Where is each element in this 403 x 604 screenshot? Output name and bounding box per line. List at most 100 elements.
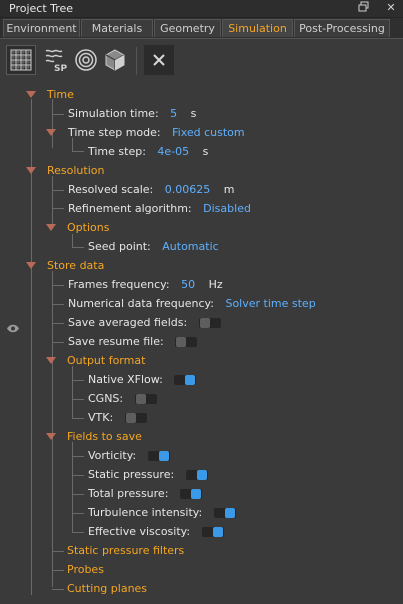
- panel-titlebar: Project Tree ✕: [0, 0, 403, 18]
- vorticity-toggle[interactable]: [147, 451, 170, 461]
- refinement-algorithm-value[interactable]: Disabled: [203, 202, 251, 215]
- field-label: Seed point:: [88, 240, 151, 253]
- total-pressure-row: Total pressure:: [88, 485, 202, 503]
- tree-line: [52, 271, 53, 587]
- expand-arrow-icon[interactable]: [46, 357, 56, 364]
- tree-line: [52, 208, 64, 209]
- seed-point-value[interactable]: Automatic: [162, 240, 219, 253]
- tree-line: [72, 418, 84, 419]
- tree-line: [72, 399, 84, 400]
- field-label: CGNS:: [88, 392, 124, 405]
- tree-line: [31, 99, 32, 595]
- save-resume-file-row: Save resume file:: [68, 333, 198, 351]
- tab-geometry[interactable]: Geometry: [154, 19, 221, 37]
- save-averaged-fields-toggle[interactable]: [198, 318, 221, 328]
- tree-line: [72, 247, 84, 248]
- native-xflow-toggle[interactable]: [174, 375, 197, 385]
- tree-node-resolution[interactable]: Resolution: [47, 162, 104, 180]
- expand-arrow-icon[interactable]: [26, 262, 36, 269]
- unit-label: Hz: [208, 278, 223, 291]
- tree-line: [72, 532, 84, 533]
- vtk-toggle[interactable]: [124, 413, 147, 423]
- resolved-scale-row: Resolved scale: 0.00625 m: [68, 181, 234, 199]
- native-xflow-row: Native XFlow:: [88, 371, 197, 389]
- expand-arrow-icon[interactable]: [46, 433, 56, 440]
- cgns-row: CGNS:: [88, 390, 157, 408]
- vorticity-row: Vorticity:: [88, 447, 170, 465]
- grid-icon[interactable]: [6, 45, 36, 75]
- tree-node-output-format[interactable]: Output format: [67, 352, 145, 370]
- turbulence-intensity-toggle[interactable]: [213, 508, 236, 518]
- field-label: VTK:: [88, 411, 114, 424]
- field-label: Time step mode:: [68, 126, 161, 139]
- time-step-value[interactable]: 4e-05: [157, 145, 190, 158]
- tree-line: [72, 366, 73, 419]
- tree-line: [52, 176, 53, 225]
- node-label: Options: [67, 221, 110, 234]
- expand-arrow-icon[interactable]: [26, 91, 36, 98]
- vtk-row: VTK:: [88, 409, 147, 427]
- field-label: Resolved scale:: [68, 183, 154, 196]
- tree-line: [52, 304, 64, 305]
- numerical-data-frequency-value[interactable]: Solver time step: [225, 297, 316, 310]
- eye-icon[interactable]: [6, 324, 20, 333]
- tree-line: [52, 285, 64, 286]
- sp-label: SP: [54, 64, 67, 74]
- close-icon[interactable]: ✕: [386, 1, 396, 14]
- close-icon[interactable]: [144, 45, 174, 75]
- node-label: Probes: [67, 563, 104, 576]
- tree-node-probes[interactable]: Probes: [67, 561, 104, 579]
- save-averaged-fields-row: Save averaged fields:: [68, 314, 221, 332]
- save-resume-file-toggle[interactable]: [175, 337, 198, 347]
- turbulence-intensity-row: Turbulence intensity:: [88, 504, 236, 522]
- static-pressure-row: Static pressure:: [88, 466, 208, 484]
- field-label: Frames frequency:: [68, 278, 170, 291]
- expand-arrow-icon[interactable]: [46, 129, 56, 136]
- time-step-mode-row: Time step mode: Fixed custom: [68, 124, 245, 142]
- tree-node-options[interactable]: Options: [67, 219, 109, 237]
- seed-point-row: Seed point: Automatic: [88, 238, 219, 256]
- target-icon[interactable]: [71, 45, 101, 75]
- tree-line: [72, 234, 73, 247]
- tab-post-processing[interactable]: Post-Processing: [294, 19, 390, 37]
- expand-arrow-icon[interactable]: [26, 167, 36, 174]
- tab-environment[interactable]: Environment: [3, 19, 80, 37]
- expand-arrow-icon[interactable]: [46, 224, 56, 231]
- effective-viscosity-toggle[interactable]: [201, 527, 224, 537]
- field-label: Refinement algorithm:: [68, 202, 192, 215]
- resolved-scale-value[interactable]: 0.00625: [164, 183, 211, 196]
- field-label: Static pressure:: [88, 468, 175, 481]
- total-pressure-toggle[interactable]: [179, 489, 202, 499]
- toolbar: SP: [0, 39, 403, 83]
- frames-frequency-value[interactable]: 50: [181, 278, 196, 291]
- field-label: Native XFlow:: [88, 373, 163, 386]
- simulation-time-value[interactable]: 5: [170, 107, 178, 120]
- tree-node-fields-to-save[interactable]: Fields to save: [67, 428, 142, 446]
- cgns-toggle[interactable]: [134, 394, 157, 404]
- static-pressure-toggle[interactable]: [185, 470, 208, 480]
- node-label: Cutting planes: [67, 582, 148, 595]
- time-step-mode-value[interactable]: Fixed custom: [172, 126, 245, 139]
- tree-node-store-data[interactable]: Store data: [47, 257, 104, 275]
- tree-node-static-pressure-filters[interactable]: Static pressure filters: [67, 542, 184, 560]
- numerical-data-frequency-row: Numerical data frequency: Solver time st…: [68, 295, 316, 313]
- tree-line: [72, 475, 84, 476]
- tree-line: [52, 99, 53, 148]
- field-label: Simulation time:: [68, 107, 159, 120]
- tree-line: [52, 589, 64, 590]
- tree-line: [52, 190, 64, 191]
- tab-materials[interactable]: Materials: [81, 19, 153, 37]
- frames-frequency-row: Frames frequency: 50 Hz: [68, 276, 223, 294]
- unit-label: m: [223, 183, 235, 196]
- tree-node-time[interactable]: Time: [47, 86, 74, 104]
- restore-icon[interactable]: [356, 1, 370, 15]
- unit-label: s: [202, 145, 209, 158]
- cube-icon[interactable]: [100, 45, 130, 75]
- tree-line: [72, 442, 73, 533]
- field-label: Time step:: [88, 145, 146, 158]
- solver-parameters-icon[interactable]: SP: [40, 45, 70, 75]
- tab-simulation[interactable]: Simulation: [222, 19, 293, 37]
- simulation-time-row: Simulation time: 5 s: [68, 105, 196, 123]
- tree-node-cutting-planes[interactable]: Cutting planes: [67, 580, 147, 598]
- node-label: Output format: [67, 354, 146, 367]
